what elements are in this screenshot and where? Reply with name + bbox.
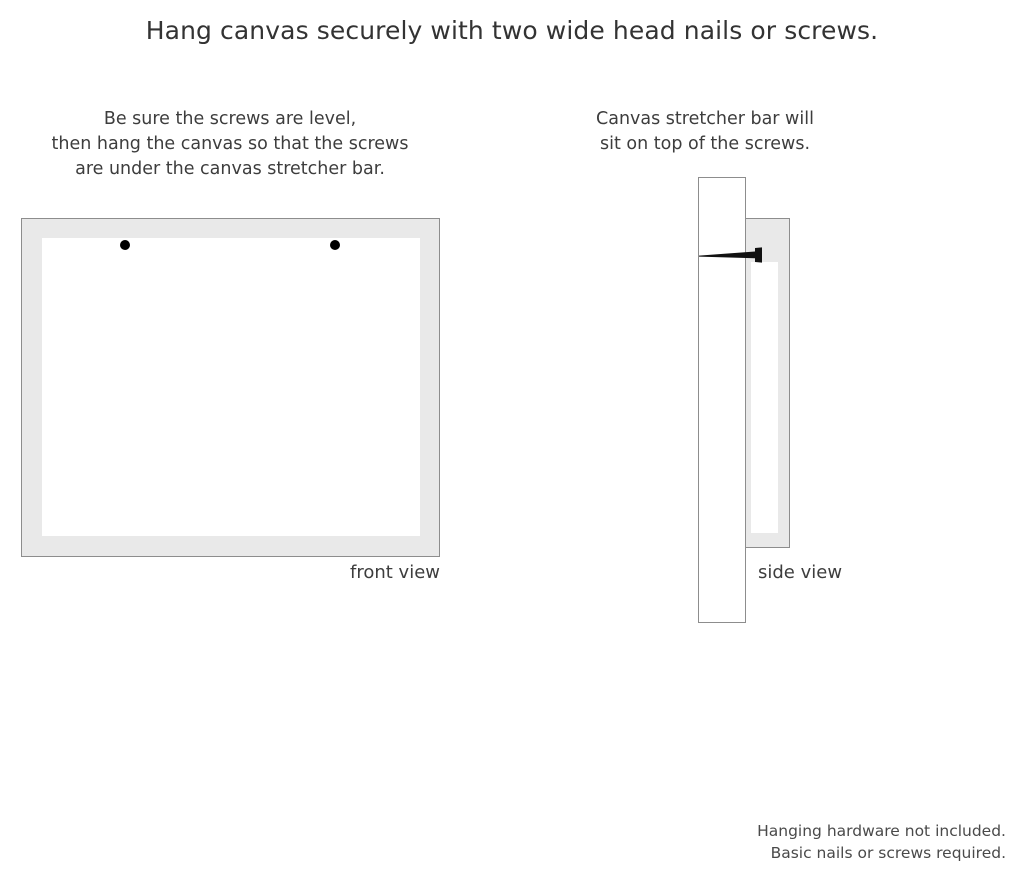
footer-line-1: Hanging hardware not included. (757, 822, 1006, 840)
front-view-canvas-panel (42, 238, 420, 536)
front-view-canvas-frame (21, 218, 440, 557)
side-view-caption-line-2: sit on top of the screws. (599, 134, 811, 154)
front-view-caption-line-2: then hang the canvas so that the screws (51, 134, 409, 154)
side-view-wall (698, 177, 746, 623)
front-view-caption-line-1: Be sure the screws are level, (103, 109, 357, 129)
front-view-left-screw-icon (120, 240, 130, 250)
footer-line-2: Basic nails or screws required. (770, 844, 1006, 862)
side-view-screw-icon (699, 247, 762, 263)
page-title: Hang canvas securely with two wide head … (145, 16, 879, 45)
front-view-caption: Be sure the screws are level, then hang … (20, 107, 440, 182)
side-view-label: side view (758, 562, 843, 583)
footer-disclaimer: Hanging hardware not included. Basic nai… (757, 820, 1006, 864)
side-view-caption-line-1: Canvas stretcher bar will (596, 109, 814, 129)
side-view-stretcher-cavity (751, 262, 778, 533)
front-view-caption-line-3: are under the canvas stretcher bar. (75, 159, 385, 179)
side-view-caption: Canvas stretcher bar will sit on top of … (585, 107, 825, 157)
front-view-label: front view (350, 562, 440, 583)
front-view-right-screw-icon (330, 240, 340, 250)
